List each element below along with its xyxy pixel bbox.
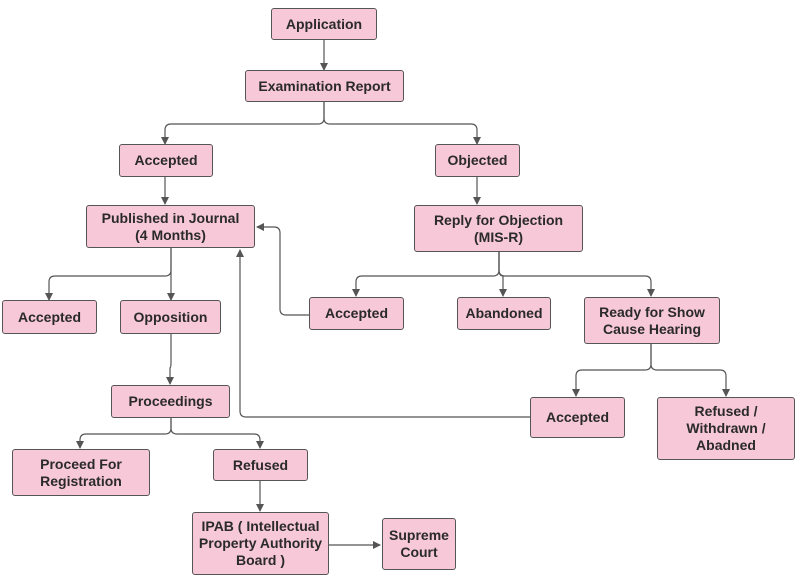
node-ipab: IPAB ( Intellectual Property Authority B…	[192, 512, 329, 575]
node-proceed-for-registration: Proceed For Registration	[12, 449, 150, 496]
node-refused-withdrawn-abandoned: Refused / Withdrawn / Abadned	[657, 397, 795, 460]
node-accepted-after-hearing: Accepted	[530, 397, 625, 438]
edge-accepted-back-to-published	[256, 223, 309, 316]
node-reply-for-objection: Reply for Objection (MIS-R)	[414, 205, 583, 252]
edge-opposition-to-proceedings	[166, 334, 174, 385]
edge-reply-to-accepted	[352, 252, 500, 297]
edge-ready-to-refused	[650, 344, 730, 397]
node-opposition: Opposition	[120, 300, 221, 334]
edge-ready-to-accepted	[572, 344, 652, 397]
node-supreme-court: Supreme Court	[382, 518, 456, 570]
node-accepted-after-journal: Accepted	[2, 300, 97, 334]
edge-proceedings-to-proceed	[76, 418, 172, 449]
node-proceedings: Proceedings	[111, 385, 230, 418]
node-application: Application	[271, 8, 377, 40]
node-accepted-after-examination: Accepted	[119, 144, 213, 177]
edge-proceedings-to-refused	[170, 418, 264, 449]
node-accepted-after-reply: Accepted	[309, 297, 404, 330]
edge-examination-to-accepted	[161, 102, 325, 145]
node-published-in-journal: Published in Journal (4 Months)	[86, 205, 255, 248]
edge-reply-to-ready	[498, 252, 655, 297]
node-objected: Objected	[435, 144, 520, 177]
node-refused: Refused	[213, 449, 308, 481]
node-examination-report: Examination Report	[245, 70, 404, 102]
edge-published-to-accepted	[45, 248, 172, 301]
edge-examination-to-objected	[323, 102, 481, 145]
node-abandoned: Abandoned	[457, 297, 551, 330]
node-ready-for-show-cause-hearing: Ready for Show Cause Hearing	[584, 297, 720, 344]
edge-accepted-back-to-published-2	[236, 249, 530, 418]
